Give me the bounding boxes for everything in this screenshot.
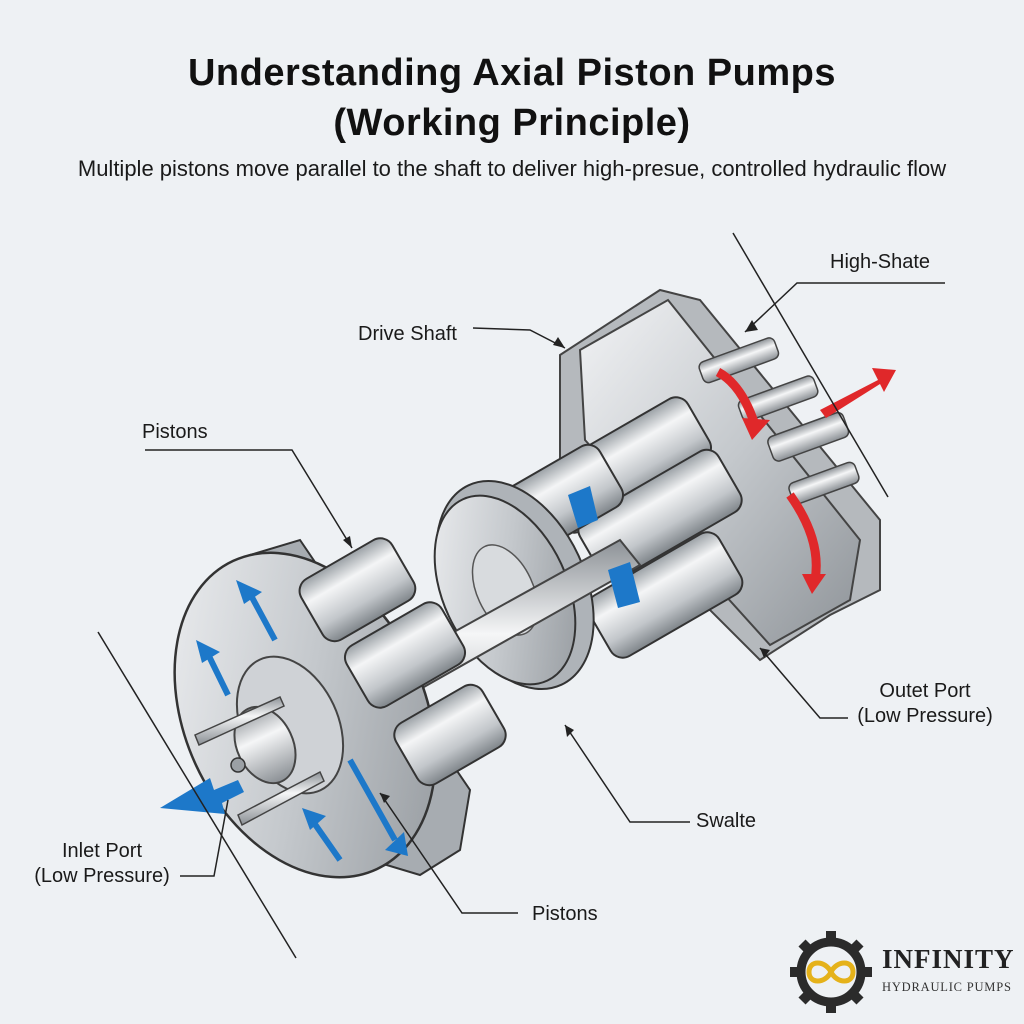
inlet-flow-arrows bbox=[160, 486, 640, 862]
brand-logo: INFINITY HYDRAULIC PUMPS bbox=[786, 930, 1022, 1014]
label-swalte: Swalte bbox=[696, 810, 757, 832]
label-drive-shaft: Drive Shaft bbox=[358, 323, 457, 345]
title-line-1: Understanding Axial Piston Pumps bbox=[187, 52, 836, 94]
brand-name: INFINITY bbox=[882, 944, 1015, 974]
front-pistons bbox=[298, 537, 507, 787]
page-title: Understanding Axial Piston Pumps (Workin… bbox=[0, 48, 1024, 148]
inlet-pins bbox=[194, 696, 325, 827]
subtitle: Multiple pistons move parallel to the sh… bbox=[77, 156, 947, 181]
label-inlet-port-line1: Inlet Port bbox=[61, 840, 143, 862]
label-pistons-bottom: Pistons bbox=[532, 903, 598, 925]
label-high-shate: High-Shate bbox=[830, 251, 931, 273]
label-outlet-port-line2: (Low Pressure) bbox=[857, 705, 993, 727]
leader-arrowheads bbox=[343, 320, 770, 803]
label-inlet-port: Inlet Port (Low Pressure) bbox=[22, 839, 182, 889]
leader-lines bbox=[97, 232, 945, 959]
label-outlet-port-line1: Outet Port bbox=[879, 680, 971, 702]
label-outlet-port: Outet Port (Low Pressure) bbox=[840, 679, 1010, 729]
gear-infinity-icon bbox=[790, 931, 872, 1013]
label-pistons-top: Pistons bbox=[142, 421, 208, 443]
title-line-2: (Working Principle) bbox=[333, 102, 691, 144]
outlet-flow-arrows bbox=[715, 368, 896, 594]
label-inlet-port-line2: (Low Pressure) bbox=[34, 865, 170, 887]
brand-tagline: HYDRAULIC PUMPS bbox=[882, 980, 1012, 994]
